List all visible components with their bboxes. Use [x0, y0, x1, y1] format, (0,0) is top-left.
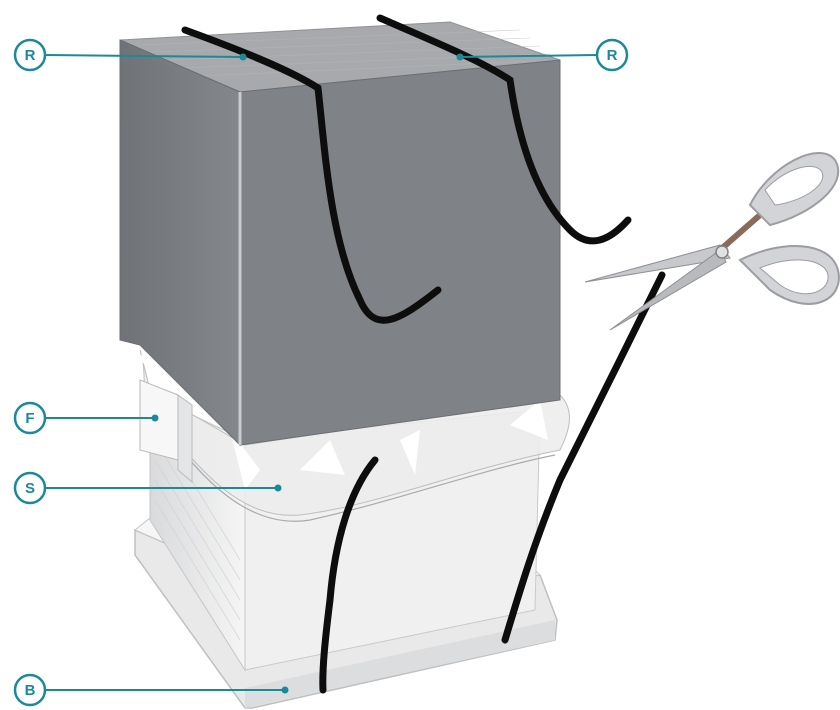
- plastic-sleeve: [139, 347, 570, 522]
- callout-b-label: B: [25, 682, 36, 699]
- scissors-icon: [584, 151, 840, 331]
- callout-s-label: S: [25, 480, 35, 497]
- callout-r2-label: R: [607, 47, 618, 64]
- corner-flap: [139, 379, 193, 484]
- callout-b: B: [13, 673, 47, 707]
- callout-f-label: F: [25, 410, 34, 427]
- callout-r1-label: R: [25, 47, 36, 64]
- strap-cut: [501, 271, 666, 644]
- callout-r2: R: [595, 38, 629, 72]
- strap-front: [319, 456, 379, 694]
- callout-endpoints: [151, 53, 464, 694]
- callout-f: F: [13, 401, 47, 435]
- strap-left: [181, 26, 442, 324]
- callout-s: S: [13, 471, 47, 505]
- callout-leaders: [45, 54, 598, 691]
- outer-box: [119, 21, 561, 447]
- leader-r1: [45, 54, 244, 58]
- strap-right: [376, 14, 632, 245]
- leader-r2: [459, 54, 598, 58]
- straps: [181, 14, 666, 694]
- callout-r1: R: [13, 38, 47, 72]
